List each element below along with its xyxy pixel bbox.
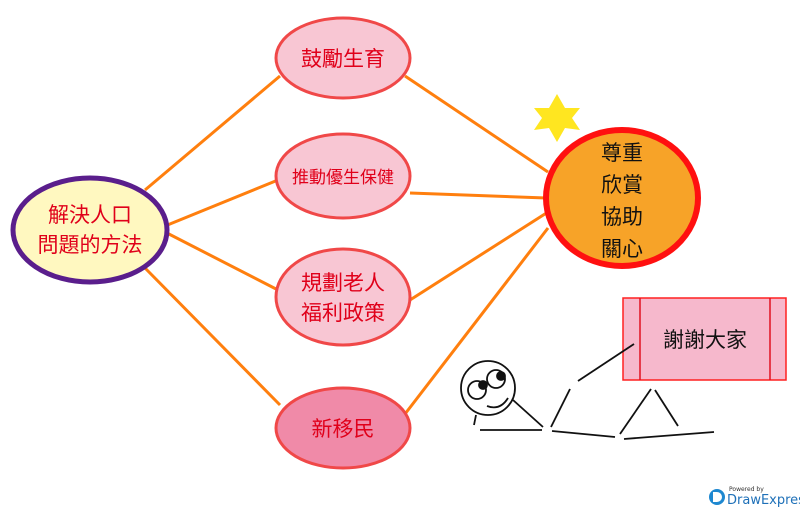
goal-label: 關心 [601, 237, 643, 261]
branch-label: 福利政策 [301, 301, 385, 325]
connector [409, 210, 549, 302]
branch-label: 新移民 [312, 417, 375, 441]
goal-label: 欣賞 [601, 173, 643, 197]
branch-node-eugenics[interactable]: 推動優生保健 [274, 132, 412, 220]
connector [143, 266, 282, 407]
connector [144, 74, 281, 192]
center-node[interactable]: 解決人口 問題的方法 [10, 175, 170, 285]
connector [164, 230, 279, 292]
drawexpress-watermark: Powered by DrawExpress [709, 486, 800, 508]
branch-node-immigrants[interactable]: 新移民 [274, 386, 412, 470]
star-icon [534, 94, 580, 142]
connector [404, 74, 549, 174]
connector [164, 178, 279, 228]
goal-label: 協助 [601, 205, 643, 229]
thanks-label: 謝謝大家 [663, 328, 747, 352]
watermark-powered: Powered by [729, 486, 764, 493]
center-label-1: 解決人口 [48, 203, 132, 227]
connector [409, 191, 547, 200]
branch-label: 推動優生保健 [292, 168, 394, 188]
thanks-box[interactable]: 謝謝大家 [622, 297, 787, 381]
connectors [143, 74, 550, 415]
goal-node[interactable]: 尊重 欣賞 協助 關心 [543, 127, 701, 269]
center-label-2: 問題的方法 [38, 233, 143, 257]
branch-node-birth[interactable]: 鼓勵生育 [274, 16, 412, 100]
connector [403, 227, 550, 415]
watermark-brand: DrawExpress [727, 493, 800, 508]
goal-label: 尊重 [601, 141, 643, 165]
branch-node-elderly[interactable]: 規劃老人 福利政策 [274, 247, 412, 347]
stick-figure [460, 343, 715, 440]
branch-label: 鼓勵生育 [301, 47, 385, 71]
branch-label: 規劃老人 [301, 271, 385, 295]
